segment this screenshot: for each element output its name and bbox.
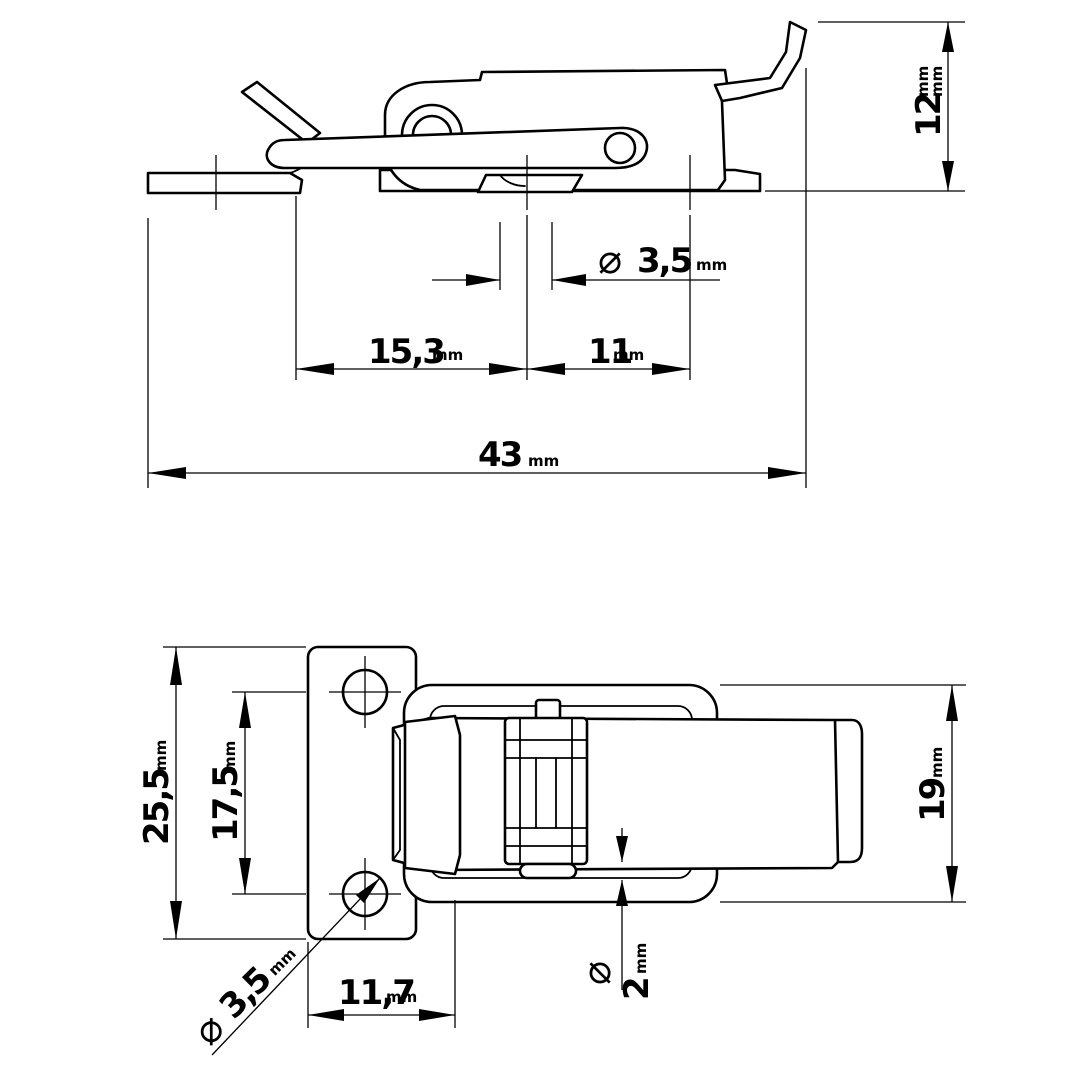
top-view-dimensions: 25,5 mm 17,5 mm 19 mm ⌀ 3,5 mm 11,7 mm 2… xyxy=(137,646,966,1056)
side-center-to-hole-unit: mm xyxy=(613,346,644,364)
top-view-latch xyxy=(306,645,864,941)
side-center-to-hole-value: 11 xyxy=(588,332,632,372)
top-body-width-unit: mm xyxy=(928,747,946,778)
side-view-dimensions: 12 mm mm ⌀ 3,5 mm 15,3 mm 11 mm 43 mm xyxy=(147,21,965,488)
side-height-value: 12 xyxy=(909,94,949,137)
side-hole-diameter-unit: mm xyxy=(696,256,727,274)
top-plate-width-unit: mm xyxy=(386,988,417,1006)
top-plate-height-value: 25,5 xyxy=(137,769,177,845)
side-height-unit: mm xyxy=(914,66,932,97)
top-body-width-value: 19 xyxy=(913,778,953,822)
side-hole-diameter-value: 3,5 xyxy=(637,241,692,281)
top-hole-spacing-unit: mm xyxy=(221,741,239,772)
side-diameter-symbol: ⌀ xyxy=(598,237,622,283)
side-overall-length-value: 43 xyxy=(478,435,521,475)
side-view-latch xyxy=(146,20,808,210)
side-hole-to-center-value: 15,3 xyxy=(368,332,444,372)
top-hole-spacing-value: 17,5 xyxy=(206,766,246,842)
side-overall-length-unit: mm xyxy=(528,452,559,470)
top-plate-height-unit: mm xyxy=(152,740,170,771)
top-pin-diameter-symbol: ⌀ xyxy=(574,961,620,985)
top-pin-diameter-unit: mm xyxy=(632,943,650,974)
top-pin-diameter-value: 2 xyxy=(617,978,657,1000)
top-hole-diameter-unit: mm xyxy=(265,945,300,980)
side-height-unit-repeat: mm xyxy=(928,66,946,97)
top-plate-width-value: 11,7 xyxy=(338,973,414,1013)
side-hole-to-center-unit: mm xyxy=(432,346,463,364)
